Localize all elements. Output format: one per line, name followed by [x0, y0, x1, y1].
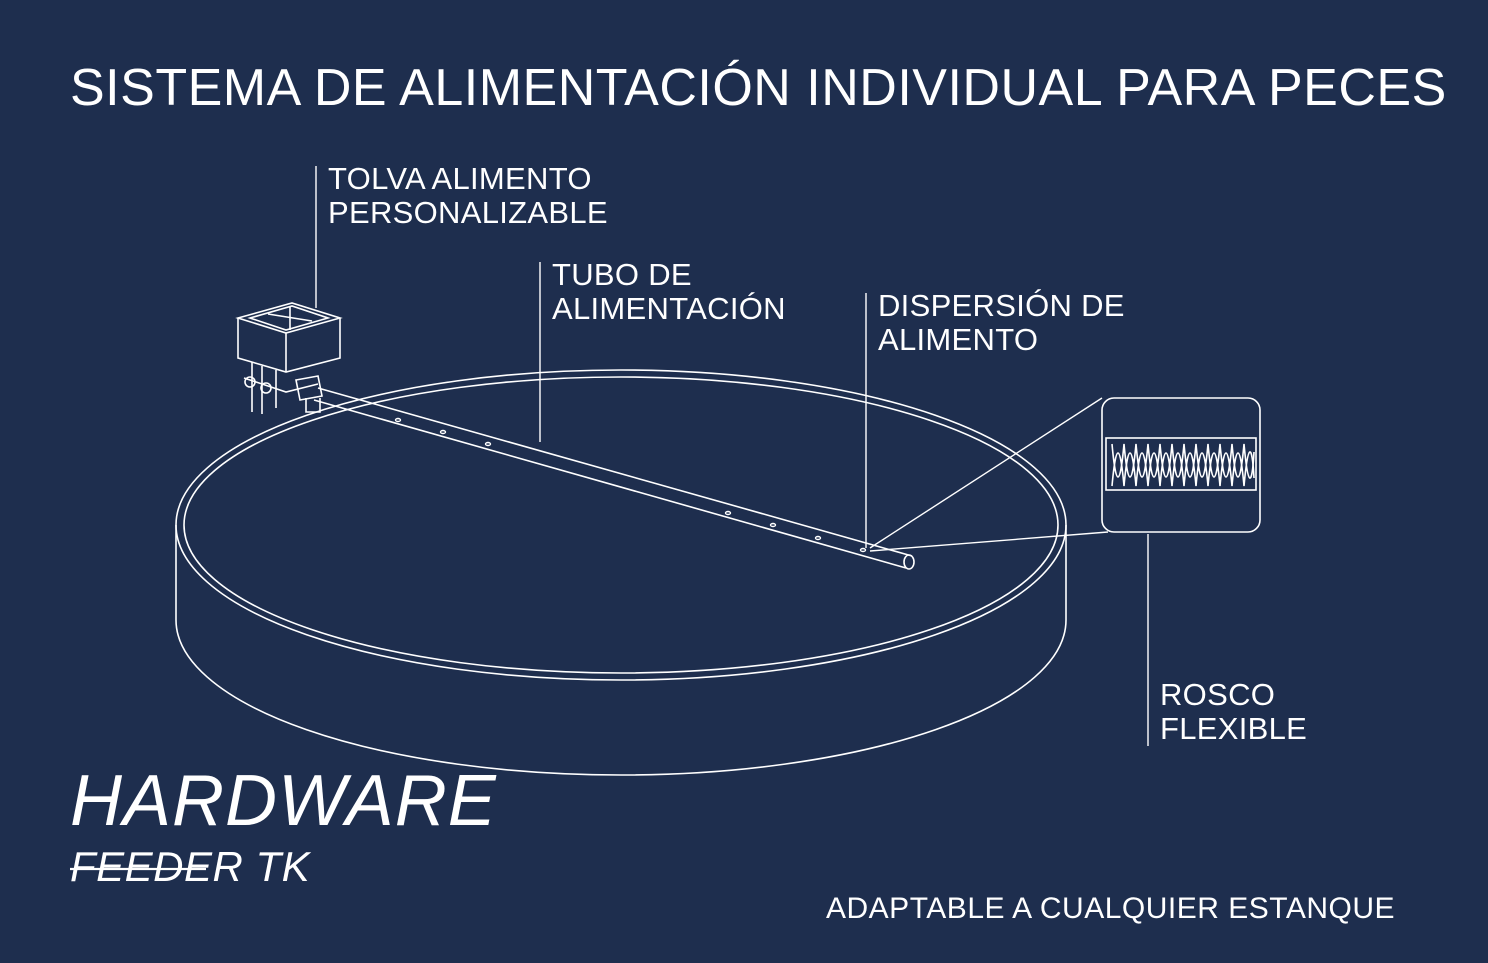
callout-leaders: [315, 166, 1149, 746]
callout-hopper-line-2: PERSONALIZABLE: [328, 195, 608, 230]
callout-tube-line-1: TUBO DE: [552, 257, 692, 292]
brand-heading: HARDWARE: [70, 761, 497, 841]
tagline: ADAPTABLE A CUALQUIER ESTANQUE: [826, 892, 1396, 925]
callout-screw: ROSCO FLEXIBLE: [1160, 678, 1307, 746]
callout-dispersion: DISPERSIÓN DE ALIMENTO: [878, 289, 1125, 357]
callout-screw-line-1: ROSCO: [1160, 677, 1276, 712]
feed-tube-illustration: [313, 387, 915, 570]
tank-illustration-body: [175, 369, 1067, 776]
callout-tube-line-2: ALIMENTACIÓN: [552, 291, 786, 326]
page-title: SISTEMA DE ALIMENTACIÓN INDIVIDUAL PARA …: [70, 59, 1447, 117]
screw-detail-illustration: [1101, 397, 1261, 533]
callout-hopper-line-1: TOLVA ALIMENTO: [328, 161, 592, 196]
callout-tube: TUBO DE ALIMENTACIÓN: [552, 258, 786, 326]
callout-dispersion-line-1: DISPERSIÓN DE: [878, 288, 1125, 323]
brand-product: FEEDER TK: [70, 843, 311, 890]
callout-hopper: TOLVA ALIMENTO PERSONALIZABLE: [328, 162, 608, 230]
hopper-illustration: [235, 302, 343, 414]
callout-screw-line-2: FLEXIBLE: [1160, 711, 1308, 746]
callout-dispersion-line-2: ALIMENTO: [878, 322, 1039, 357]
